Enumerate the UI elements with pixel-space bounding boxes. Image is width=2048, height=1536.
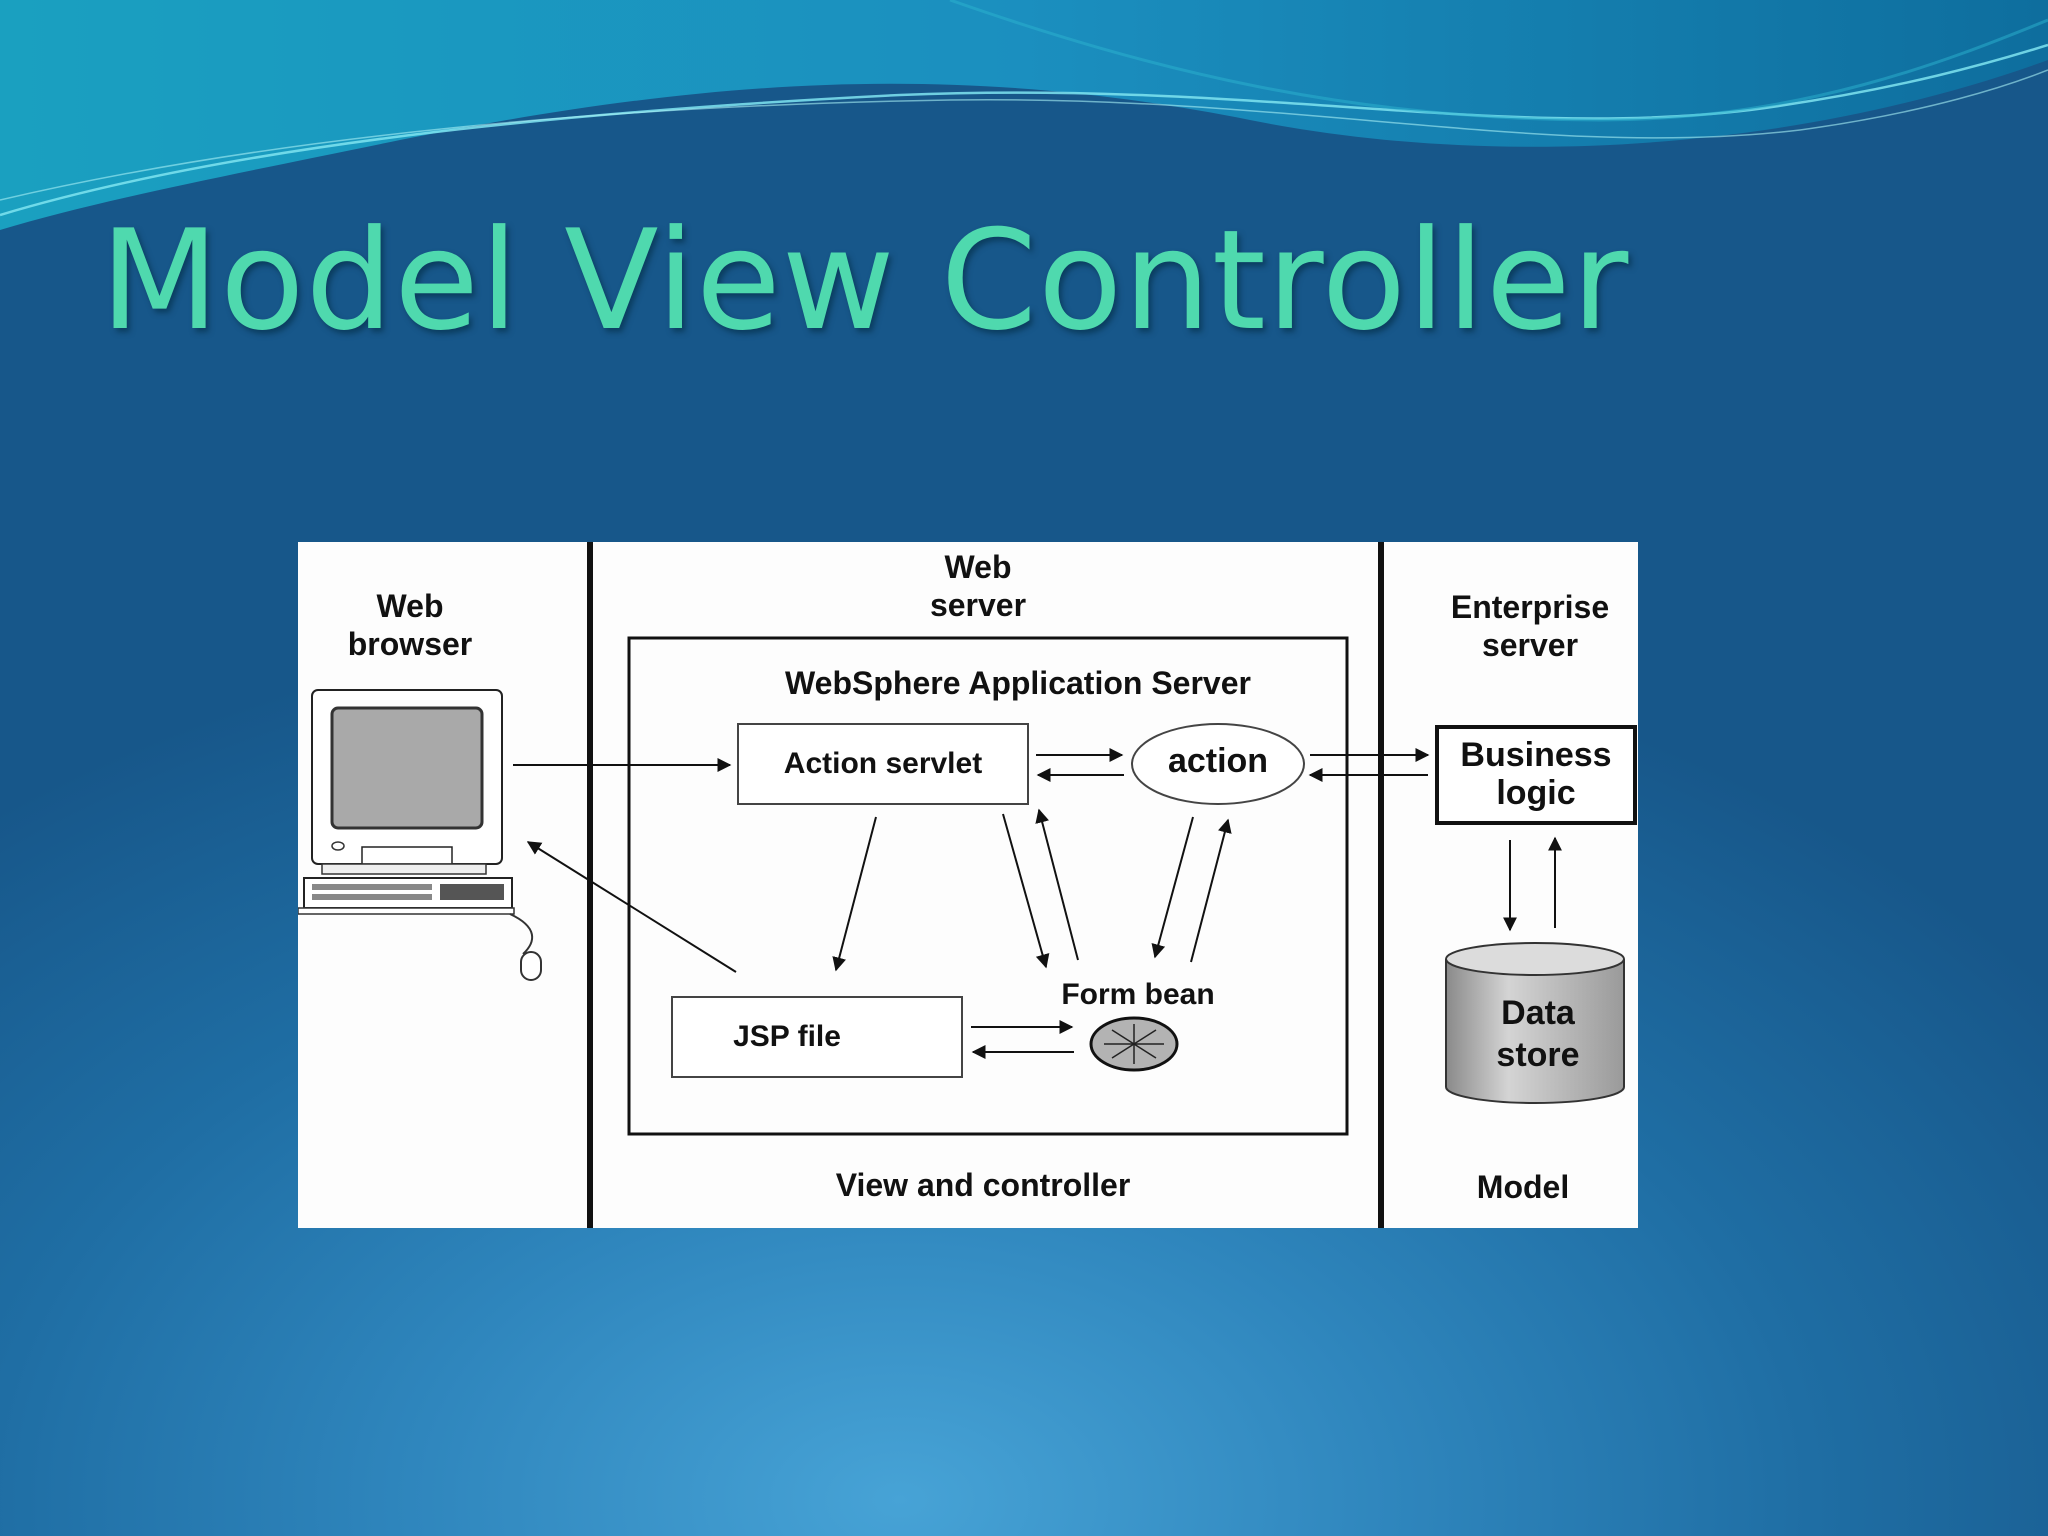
action-label: action xyxy=(1167,742,1269,780)
arrow-action-to-bean xyxy=(1151,816,1194,959)
computer-icon xyxy=(298,689,542,981)
form-bean-label: Form bean xyxy=(1061,978,1215,1011)
arrow-servlet-to-bean xyxy=(1002,813,1050,969)
action-servlet-label: Action servlet xyxy=(783,747,983,780)
slide-title: Model View Controller xyxy=(100,200,1630,361)
arrow-bean-to-servlet xyxy=(1035,808,1079,961)
arrow-servlet-to-jsp xyxy=(832,816,877,972)
mvc-diagram: Web browser Web server Enterprise server… xyxy=(298,542,1638,1228)
data-store-label: Data store xyxy=(1496,994,1580,1074)
app-server-label: WebSphere Application Server xyxy=(785,665,1251,701)
jsp-file-label: JSP file xyxy=(733,1020,841,1053)
header-wave xyxy=(0,0,2048,230)
business-logic-label: Business logic xyxy=(1460,736,1612,812)
model-label: Model xyxy=(1476,1169,1570,1205)
enterprise-server-label: Enterprise server xyxy=(1450,589,1610,663)
view-and-controller-label: View and controller xyxy=(835,1167,1131,1203)
web-server-label: Web server xyxy=(929,549,1027,623)
web-browser-label: Web browser xyxy=(347,588,473,662)
arrow-bean-to-action xyxy=(1190,818,1232,963)
data-store-cylinder xyxy=(1445,942,1625,1104)
websphere-container xyxy=(627,636,1349,1136)
action-ellipse xyxy=(1131,723,1305,805)
business-logic-box xyxy=(1435,725,1637,825)
arrow-jsp-to-browser xyxy=(526,841,737,973)
action-servlet-box xyxy=(737,723,1029,805)
diagram-graphics xyxy=(298,542,1637,1228)
form-bean-icon xyxy=(1089,1016,1179,1072)
jsp-file-box xyxy=(671,996,963,1078)
